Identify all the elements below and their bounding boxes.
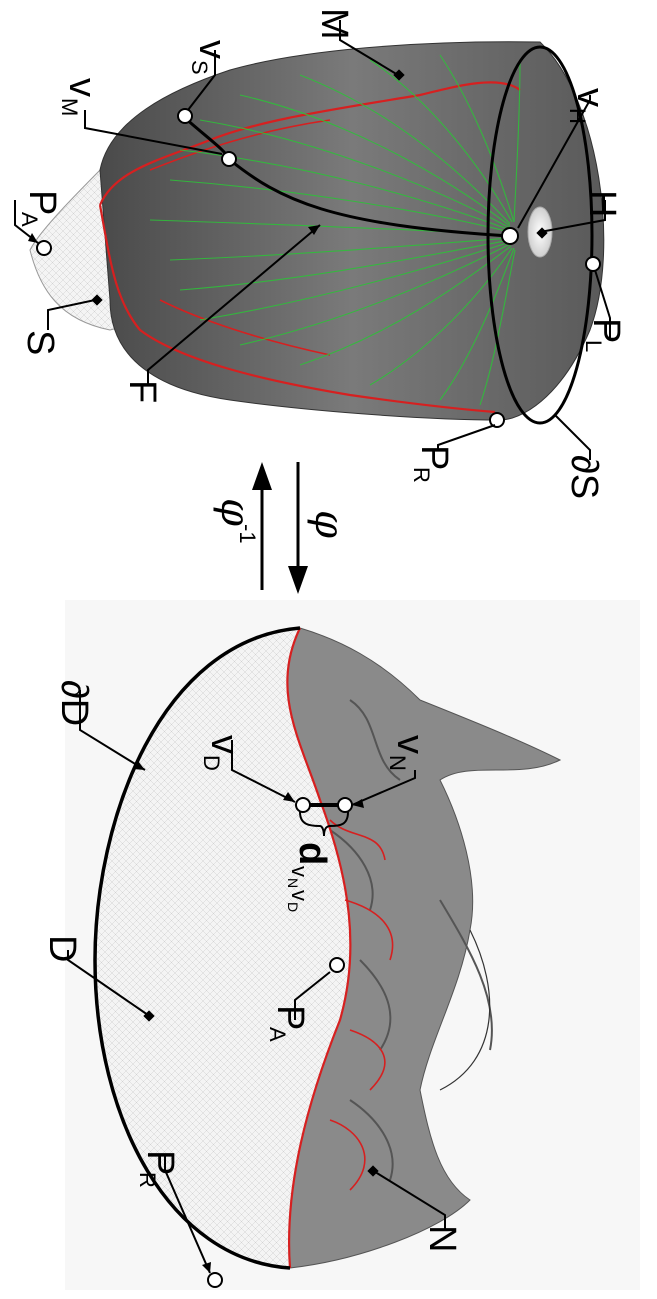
svg-text:S: S (19, 330, 61, 355)
svg-text:v: v (191, 40, 233, 59)
svg-text:R: R (409, 467, 434, 483)
svg-text:L: L (581, 340, 606, 352)
svg-text:v: v (61, 78, 103, 97)
label-phi-inverse: φ -1 (212, 498, 260, 544)
svg-text:M: M (313, 8, 355, 40)
point-p-r-bottom (208, 1273, 222, 1287)
label-h: H (581, 190, 623, 217)
svg-text:φ: φ (306, 510, 352, 538)
svg-text:v: v (287, 890, 312, 901)
svg-text:v: v (203, 735, 245, 754)
label-m: M (313, 8, 355, 40)
svg-text:D: D (285, 902, 301, 912)
svg-text:v: v (389, 735, 431, 754)
svg-text:H: H (581, 190, 623, 217)
svg-text:S: S (187, 60, 212, 75)
svg-text:v: v (287, 866, 312, 877)
label-v-h: v H (565, 88, 611, 124)
svg-text:F: F (121, 380, 163, 403)
svg-text:N: N (385, 755, 410, 771)
point-v-d (296, 798, 310, 812)
label-dd: ∂D (53, 680, 95, 726)
svg-text:φ: φ (212, 498, 258, 526)
svg-text:H: H (565, 108, 590, 124)
svg-text:v: v (569, 88, 611, 107)
svg-text:d: d (291, 842, 333, 865)
label-s: S (19, 330, 61, 355)
label-ds: ∂S (563, 455, 605, 499)
phi-inverse-arrowhead (252, 462, 272, 490)
svg-text:A: A (17, 212, 42, 227)
top-surface-figure (30, 42, 604, 427)
svg-text:A: A (265, 1027, 290, 1042)
point-v-n (338, 798, 352, 812)
label-f: F (121, 380, 163, 403)
point-v-m (222, 152, 236, 166)
svg-text:∂D: ∂D (53, 680, 95, 726)
label-p-r-top: P R (409, 445, 455, 483)
svg-text:D: D (199, 755, 224, 771)
point-p-a-bottom (330, 958, 344, 972)
label-n: N (421, 1225, 463, 1252)
label-v-m: v M (57, 78, 103, 116)
point-p-a-top (37, 241, 51, 255)
svg-text:R: R (135, 1172, 160, 1188)
label-phi: φ (306, 510, 352, 538)
point-v-h (502, 228, 518, 244)
svg-text:-1: -1 (235, 524, 260, 544)
svg-text:M: M (57, 98, 82, 116)
point-p-r-top (490, 413, 504, 427)
svg-text:∂S: ∂S (563, 455, 605, 499)
point-p-l (586, 257, 600, 271)
label-p-l: P L (581, 318, 627, 352)
label-v-s: v S (187, 40, 233, 75)
svg-text:N: N (421, 1225, 463, 1252)
svg-text:D: D (41, 935, 83, 962)
label-d: D (41, 935, 83, 962)
phi-arrowhead (288, 566, 308, 594)
point-v-s (178, 109, 192, 123)
svg-text:N: N (285, 878, 301, 888)
